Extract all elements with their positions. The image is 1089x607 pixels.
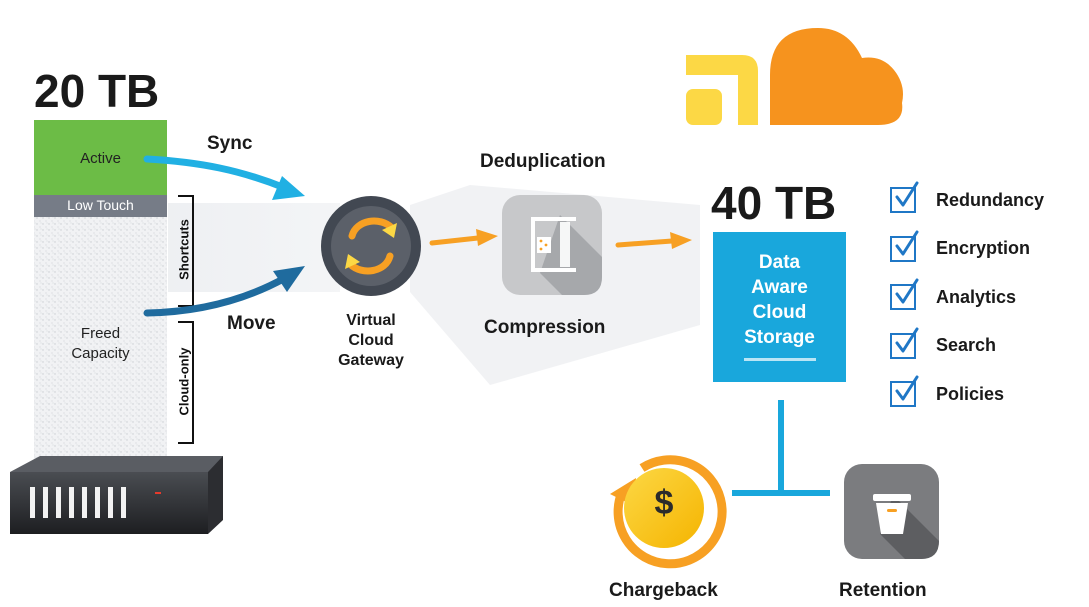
checkmark-icon — [895, 230, 919, 255]
low-touch-tier — [34, 195, 167, 217]
move-arrowhead — [273, 266, 305, 292]
move-label: Move — [227, 313, 276, 334]
compression-label: Compression — [484, 317, 606, 338]
shortcuts-label: Shortcuts — [176, 219, 192, 280]
gateway-line-3: Gateway — [338, 352, 404, 369]
deduplication-label: Deduplication — [480, 151, 606, 172]
checkbox-checked-icon — [890, 230, 919, 262]
cloud-logo — [686, 28, 903, 125]
server-led — [155, 492, 161, 494]
sync-arrowhead — [272, 176, 305, 200]
feature-item: Redundancy — [890, 181, 1045, 213]
checkbox-checked-icon — [890, 181, 919, 213]
freed-capacity-label: Freed Capacity — [34, 324, 167, 364]
storage-connector-horizontal — [732, 490, 830, 496]
cloud-storage-line-4: Storage — [744, 327, 815, 348]
cloud-storage-line-1: Data — [758, 252, 801, 273]
feature-label: Search — [936, 335, 997, 355]
chargeback-label: Chargeback — [609, 580, 718, 601]
retention-label: Retention — [839, 580, 927, 601]
storage-connector-vertical — [778, 400, 784, 493]
feature-label: Analytics — [936, 286, 1017, 307]
checkmark-icon — [895, 375, 919, 401]
freed-capacity-line-1: Freed — [80, 325, 121, 342]
cloud-storage-line-3: Cloud — [752, 302, 807, 323]
flow-arrow-2 — [615, 238, 675, 248]
flow-arrow-1 — [429, 235, 481, 246]
move-arrow — [143, 274, 289, 317]
cloud-storage-line-2: Aware — [751, 277, 808, 298]
gateway-line-2: Cloud — [348, 332, 394, 349]
chargeback-icon — [610, 455, 727, 569]
trash-bin-icon — [873, 494, 911, 534]
source-capacity-label: 20 TB — [34, 65, 160, 117]
cloud-only-label: Cloud-only — [176, 347, 192, 416]
gateway-label: Virtual Cloud Gateway — [321, 311, 421, 371]
server-vents — [30, 487, 126, 518]
checkmark-icon — [895, 327, 919, 352]
dollar-sign-icon: $ — [654, 484, 674, 522]
checkmark-icon — [895, 181, 919, 207]
active-tier-label: Active — [80, 150, 121, 167]
freed-capacity-tier — [34, 217, 167, 462]
sync-arrows-icon — [346, 217, 396, 275]
cloud-storage-underline — [743, 358, 816, 361]
checkbox-checked-icon — [890, 327, 919, 359]
sync-arrow — [143, 155, 289, 192]
compress-clamp-icon — [531, 217, 576, 272]
low-touch-tier-label: Low Touch — [67, 197, 134, 213]
server-side — [208, 456, 223, 534]
feature-label: Policies — [936, 383, 1005, 404]
feature-item: Analytics — [890, 278, 1017, 310]
feature-item: Policies — [890, 375, 1005, 407]
feature-label: Encryption — [936, 238, 1031, 258]
checkmark-icon — [895, 278, 919, 304]
cloud-storage-box: Data Aware Cloud Storage — [713, 232, 846, 382]
cloud-capacity-label: 40 TB — [711, 177, 837, 229]
feature-item: Search — [890, 327, 997, 359]
sync-label: Sync — [207, 133, 253, 154]
server-top — [10, 456, 223, 472]
cloud-only-bracket — [178, 321, 194, 444]
gateway-line-1: Virtual — [346, 312, 396, 329]
checkbox-checked-icon — [890, 375, 919, 407]
freed-capacity-line-2: Capacity — [71, 345, 130, 362]
feature-label: Redundancy — [936, 189, 1045, 210]
checkbox-checked-icon — [890, 278, 919, 310]
feature-item: Encryption — [890, 230, 1031, 262]
shortcuts-bracket — [178, 195, 194, 307]
